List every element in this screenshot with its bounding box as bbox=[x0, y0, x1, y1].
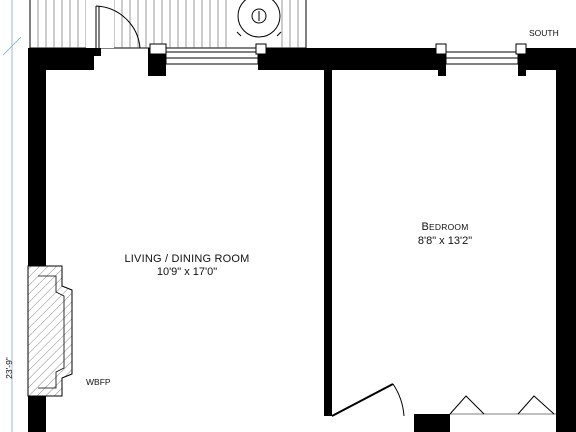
living-room-name: LIVING / DINING ROOM bbox=[124, 253, 249, 265]
bedroom-name-initial: B bbox=[422, 221, 430, 233]
closet-bifold-doors bbox=[449, 395, 556, 415]
bedroom-door-swing bbox=[331, 383, 405, 417]
overall-depth-label: 23'-9" bbox=[4, 357, 14, 379]
round-table-icon bbox=[228, 0, 282, 42]
walls bbox=[28, 48, 576, 432]
living-window bbox=[149, 43, 267, 65]
living-room-size: 10'9" x 17'0" bbox=[157, 266, 217, 278]
dimension-line bbox=[2, 0, 22, 432]
orientation-label: SOUTH bbox=[529, 28, 559, 38]
bedroom-name: BEDROOM bbox=[422, 221, 469, 233]
fireplace-label: WBFP bbox=[86, 377, 111, 387]
bedroom-window bbox=[435, 43, 527, 65]
balcony-door-swing bbox=[86, 0, 141, 52]
fireplace-icon bbox=[27, 265, 73, 397]
bedroom-name-rest: EDROOM bbox=[429, 222, 468, 232]
bedroom-size: 8'8" x 13'2" bbox=[418, 235, 472, 247]
